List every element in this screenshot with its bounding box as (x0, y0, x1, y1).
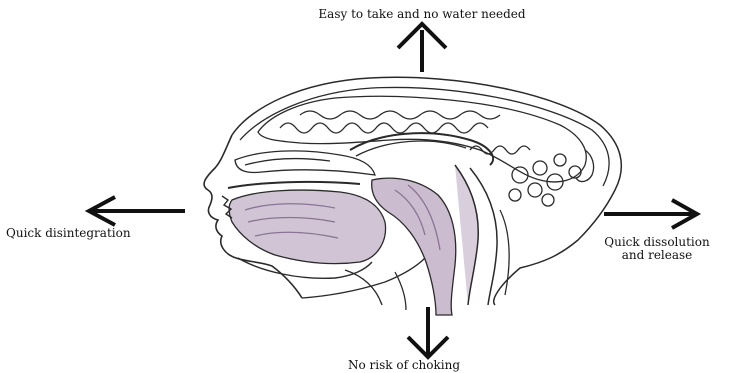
cerebellum (509, 154, 581, 206)
pharynx (372, 178, 456, 315)
label-easy-to-take: Easy to take and no water needed (262, 7, 582, 21)
arrow-left (89, 197, 185, 225)
brainstem (455, 165, 478, 305)
arrow-right (604, 200, 697, 228)
hard-palate (228, 182, 360, 188)
label-quick-dissolution-line2: and release (622, 248, 693, 262)
label-quick-disintegration: Quick disintegration (6, 226, 131, 240)
label-quick-dissolution-line1: Quick dissolution (604, 235, 709, 249)
arrow-up (398, 24, 446, 72)
tongue (229, 190, 386, 264)
head-sagittal-illustration (204, 77, 621, 315)
label-no-risk-of-choking: No risk of choking (348, 358, 460, 372)
label-quick-dissolution: Quick dissolution and release (581, 236, 733, 262)
